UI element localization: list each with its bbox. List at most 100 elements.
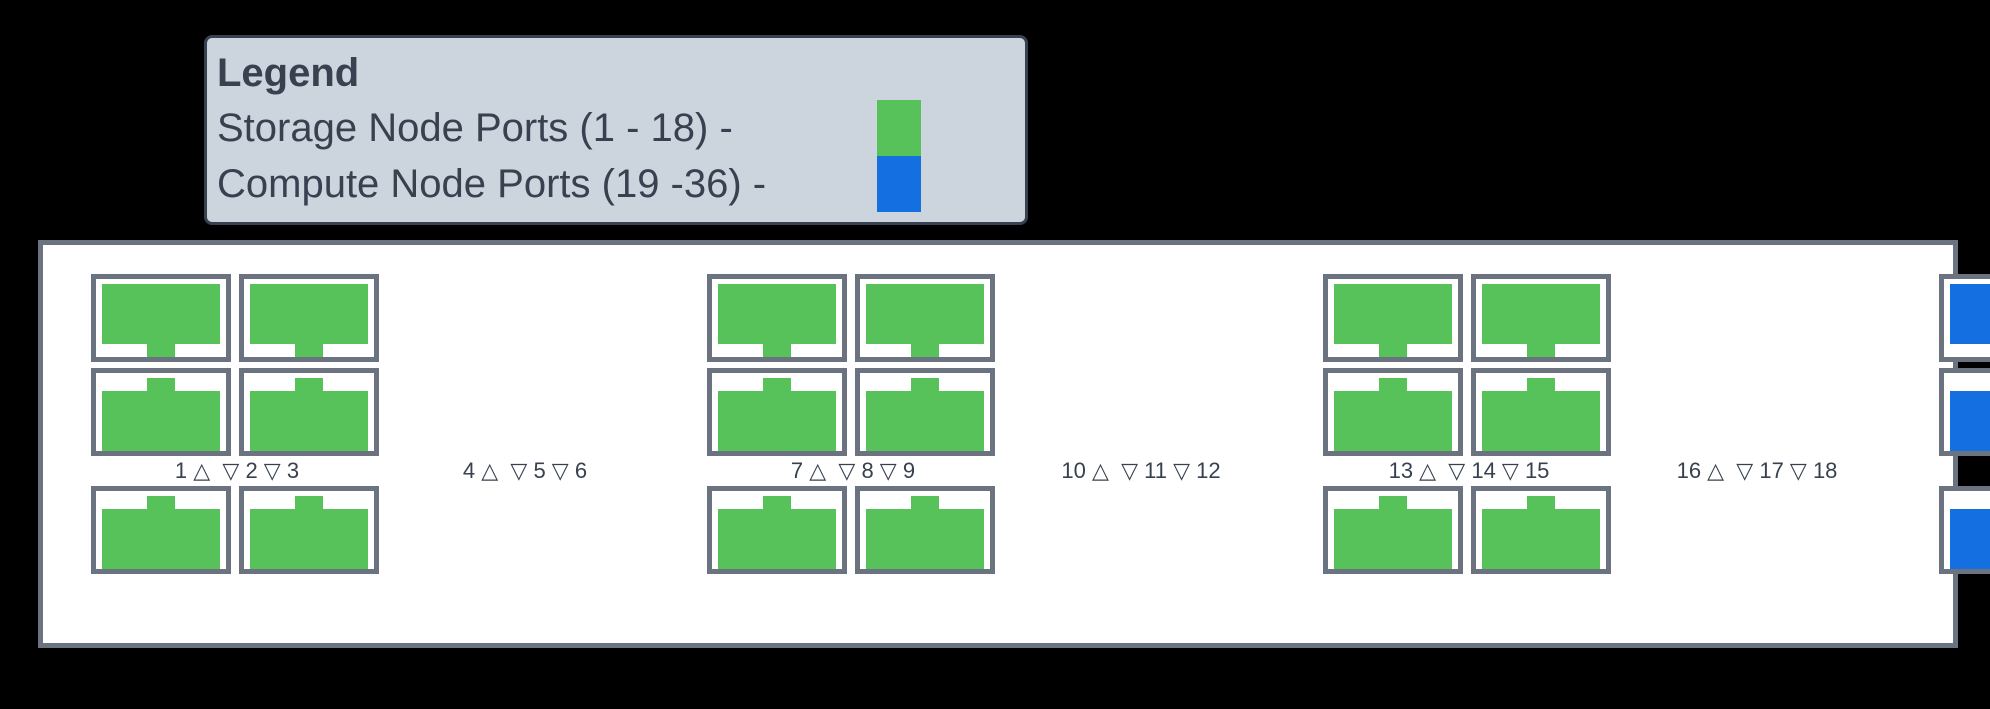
port-label-cell-1: 1 △ ▽ 2 ▽ 3 <box>174 458 300 483</box>
rj45-jack-body <box>250 284 368 344</box>
port-row-top <box>1939 274 1990 368</box>
rj45-latch-tab <box>1378 344 1408 357</box>
rj45-jack-body <box>718 284 836 344</box>
port-group-group-2: 7 △ ▽ 8 ▽ 9 10 △ ▽ 11 ▽ 12 <box>707 274 1287 574</box>
port-label-cell-10: 10 △ ▽ 11 ▽ 12 <box>1061 458 1221 483</box>
rj45-latch-tab <box>762 378 792 391</box>
ethernet-port-16[interactable] <box>1471 274 1611 362</box>
port-label-cell-13: 13 △ ▽ 14 ▽ 15 <box>1388 458 1550 483</box>
rj45-jack-icon <box>866 378 984 451</box>
legend-title: Legend <box>217 51 360 95</box>
rj45-latch-tab <box>910 378 940 391</box>
faceplate-inner-frame: 1 △ ▽ 2 ▽ 3 4 △ ▽ 5 ▽ 6 7 △ ▽ 8 ▽ 9 10 △ ▽ … <box>47 249 1990 639</box>
ethernet-port-5[interactable] <box>239 368 379 456</box>
rj45-jack-icon <box>718 496 836 569</box>
rj45-jack-body <box>1334 391 1452 451</box>
ethernet-port-3[interactable] <box>91 486 231 574</box>
ethernet-port-6[interactable] <box>239 486 379 574</box>
rj45-latch-tab <box>762 344 792 357</box>
rj45-latch-tab <box>762 496 792 509</box>
rj45-jack-body <box>718 391 836 451</box>
rj45-jack-icon <box>1334 284 1452 357</box>
port-label-cell-4: 4 △ ▽ 5 ▽ 6 <box>462 458 588 483</box>
compute-node-color-swatch <box>877 156 921 212</box>
port-row-middle <box>91 368 671 456</box>
rj45-latch-tab <box>294 496 324 509</box>
rj45-jack-icon <box>718 284 836 357</box>
rj45-jack-body <box>1482 391 1600 451</box>
rj45-latch-tab <box>294 344 324 357</box>
legend-label-storage: Storage Node Ports (1 - 18) - <box>217 106 733 150</box>
ethernet-port-13[interactable] <box>1323 274 1463 362</box>
rj45-jack-icon <box>866 496 984 569</box>
rj45-jack-body <box>1482 284 1600 344</box>
rj45-jack-body <box>1482 509 1600 569</box>
port-row-middle <box>1323 368 1903 456</box>
rj45-jack-body <box>866 391 984 451</box>
rj45-jack-icon <box>102 378 220 451</box>
rj45-jack-body <box>102 391 220 451</box>
rj45-jack-icon <box>1482 378 1600 451</box>
rj45-latch-tab <box>294 378 324 391</box>
ethernet-port-14[interactable] <box>1323 368 1463 456</box>
ethernet-port-4[interactable] <box>239 274 379 362</box>
rj45-jack-icon <box>1482 496 1600 569</box>
ethernet-port-15[interactable] <box>1323 486 1463 574</box>
port-label-cell-19: 19 △ ▽ 20 ▽ 21 <box>1941 456 1990 486</box>
ethernet-port-21[interactable] <box>1939 486 1990 574</box>
rj45-jack-icon <box>866 284 984 357</box>
ethernet-port-1[interactable] <box>91 274 231 362</box>
legend-row-storage: Storage Node Ports (1 - 18) - <box>207 100 1025 156</box>
rj45-jack-body <box>718 509 836 569</box>
ethernet-port-12[interactable] <box>855 486 995 574</box>
port-label-cell-7: 7 △ ▽ 8 ▽ 9 <box>790 458 916 483</box>
port-row-bottom <box>1939 486 1990 574</box>
rj45-jack-body <box>250 509 368 569</box>
ethernet-port-9[interactable] <box>707 486 847 574</box>
port-row-bottom <box>91 486 671 574</box>
port-row-bottom <box>1323 486 1903 574</box>
network-switch-faceplate: 1 △ ▽ 2 ▽ 3 4 △ ▽ 5 ▽ 6 7 △ ▽ 8 ▽ 9 10 △ ▽ … <box>38 240 1990 648</box>
rj45-latch-tab <box>146 378 176 391</box>
rj45-jack-body <box>102 509 220 569</box>
port-group-group-1: 1 △ ▽ 2 ▽ 3 4 △ ▽ 5 ▽ 6 <box>91 274 671 574</box>
port-row-middle <box>1939 368 1990 456</box>
rj45-latch-tab <box>1378 378 1408 391</box>
ethernet-port-8[interactable] <box>707 368 847 456</box>
port-row-top <box>1323 274 1903 368</box>
ethernet-port-19[interactable] <box>1939 274 1990 362</box>
rj45-latch-tab <box>1526 496 1556 509</box>
rj45-jack-body <box>866 509 984 569</box>
port-row-bottom <box>707 486 1287 574</box>
legend-label-compute: Compute Node Ports (19 -36) - <box>217 162 767 206</box>
ethernet-port-7[interactable] <box>707 274 847 362</box>
rj45-jack-body <box>102 284 220 344</box>
port-row-top <box>91 274 671 368</box>
port-row-middle <box>707 368 1287 456</box>
rj45-latch-tab <box>1526 378 1556 391</box>
rj45-latch-tab <box>910 496 940 509</box>
port-row-top <box>707 274 1287 368</box>
rj45-jack-icon <box>250 378 368 451</box>
rj45-latch-tab <box>1378 496 1408 509</box>
rj45-jack-body <box>250 391 368 451</box>
rj45-latch-tab <box>910 344 940 357</box>
rj45-latch-tab <box>146 496 176 509</box>
ethernet-port-2[interactable] <box>91 368 231 456</box>
port-group-group-4: 19 △ ▽ 20 ▽ 2122 △ ▽ 23 ▽ 24 <box>1939 274 1990 574</box>
ethernet-port-17[interactable] <box>1471 368 1611 456</box>
rj45-jack-icon <box>1482 284 1600 357</box>
ethernet-port-18[interactable] <box>1471 486 1611 574</box>
ethernet-port-10[interactable] <box>855 274 995 362</box>
rj45-jack-icon <box>102 284 220 357</box>
rj45-jack-body <box>1950 391 1990 451</box>
ethernet-port-11[interactable] <box>855 368 995 456</box>
ethernet-port-20[interactable] <box>1939 368 1990 456</box>
rj45-jack-icon <box>1950 378 1990 451</box>
rj45-jack-icon <box>1950 284 1990 352</box>
port-label-strip: 19 △ ▽ 20 ▽ 2122 △ ▽ 23 ▽ 24 <box>1939 456 1990 486</box>
rj45-latch-tab <box>1526 344 1556 357</box>
rj45-jack-icon <box>102 496 220 569</box>
